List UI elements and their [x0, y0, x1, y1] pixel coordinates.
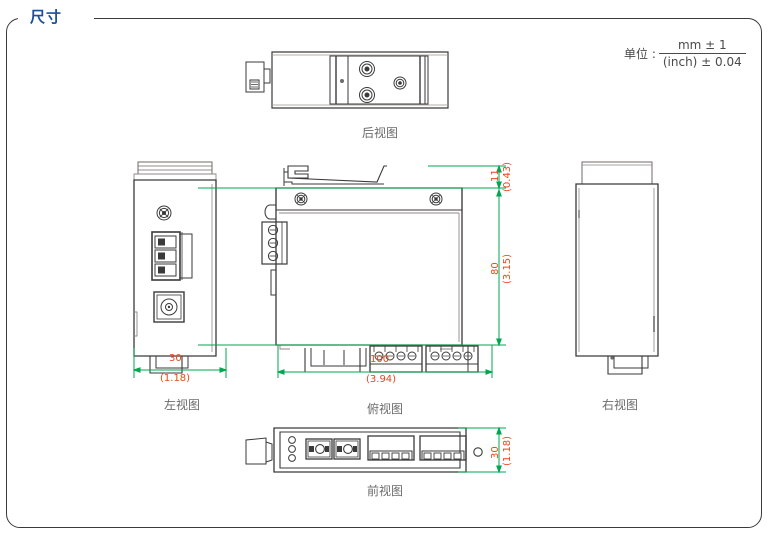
small-hole-icon — [340, 79, 344, 83]
dimension-value-mm: 11 — [490, 169, 501, 182]
four-pin-terminal-block-icon — [425, 345, 479, 373]
dimension-value-inch: (1.18) — [502, 435, 513, 466]
top-view-dimension-column: 11 (0.43) 80 (3.15) — [198, 160, 513, 375]
front-view-drawing — [244, 418, 494, 478]
four-pin-terminal-block-icon — [367, 435, 415, 461]
sc-fiber-port-icon — [333, 438, 361, 460]
content-frame — [6, 18, 762, 528]
top-view-dimension-depth: 100 (3.94) — [262, 342, 508, 390]
din-rail-clip-icon — [283, 165, 387, 186]
screw-circle-icon — [359, 61, 375, 77]
front-view-dimension-height: 30 (1.18) — [458, 418, 513, 478]
three-pin-terminal-block-icon — [261, 221, 288, 265]
dimension-value-mm: 30 — [490, 446, 501, 459]
unit-note-label: 单位 : — [624, 47, 656, 61]
led-indicator-icon — [288, 436, 296, 444]
screw-hole-icon — [473, 447, 483, 457]
unit-note: 单位 : mm ± 1 (inch) ± 0.04 — [624, 38, 746, 69]
unit-note-fraction: mm ± 1 (inch) ± 0.04 — [658, 38, 746, 69]
dimension-value-mm: 80 — [490, 262, 501, 275]
screw-circle-icon — [429, 192, 443, 206]
rear-view-drawing — [244, 40, 474, 120]
title-gap-mask — [18, 8, 94, 30]
sc-fiber-port-icon — [305, 438, 333, 460]
led-indicator-icon — [288, 445, 296, 453]
left-view-drawing — [126, 160, 230, 375]
screw-circle-icon — [294, 192, 308, 206]
dimension-value-mm: 30 — [169, 353, 182, 364]
dimension-value-inch: (3.94) — [366, 374, 397, 385]
view-label-right: 右视图 — [601, 398, 638, 412]
view-label-left: 左视图 — [163, 398, 200, 412]
page-title: 尺寸 — [30, 8, 63, 26]
screw-circle-icon — [359, 87, 375, 103]
dimension-value-mm: 100 — [370, 354, 390, 365]
left-view-dimension-width: 30 (1.18) — [130, 348, 234, 392]
three-pin-terminal-block-icon — [151, 231, 193, 281]
side-connector-bracket-icon — [245, 61, 265, 93]
dimension-value-inch: (1.18) — [160, 373, 191, 384]
unit-note-numerator: mm ± 1 — [658, 38, 746, 54]
led-indicator-icon — [288, 454, 296, 462]
screw-circle-icon — [393, 76, 407, 90]
view-label-top: 俯视图 — [366, 402, 403, 416]
dc-power-jack-icon — [153, 291, 185, 323]
right-view-drawing — [568, 160, 672, 375]
view-label-rear: 后视图 — [361, 126, 398, 140]
four-pin-terminal-block-icon — [419, 435, 467, 461]
dimension-value-inch: (0.43) — [502, 161, 513, 192]
view-label-front: 前视图 — [366, 484, 403, 498]
unit-note-denominator: (inch) ± 0.04 — [662, 55, 742, 69]
dimension-value-inch: (3.15) — [502, 253, 513, 284]
grounding-screw-icon — [156, 205, 172, 221]
